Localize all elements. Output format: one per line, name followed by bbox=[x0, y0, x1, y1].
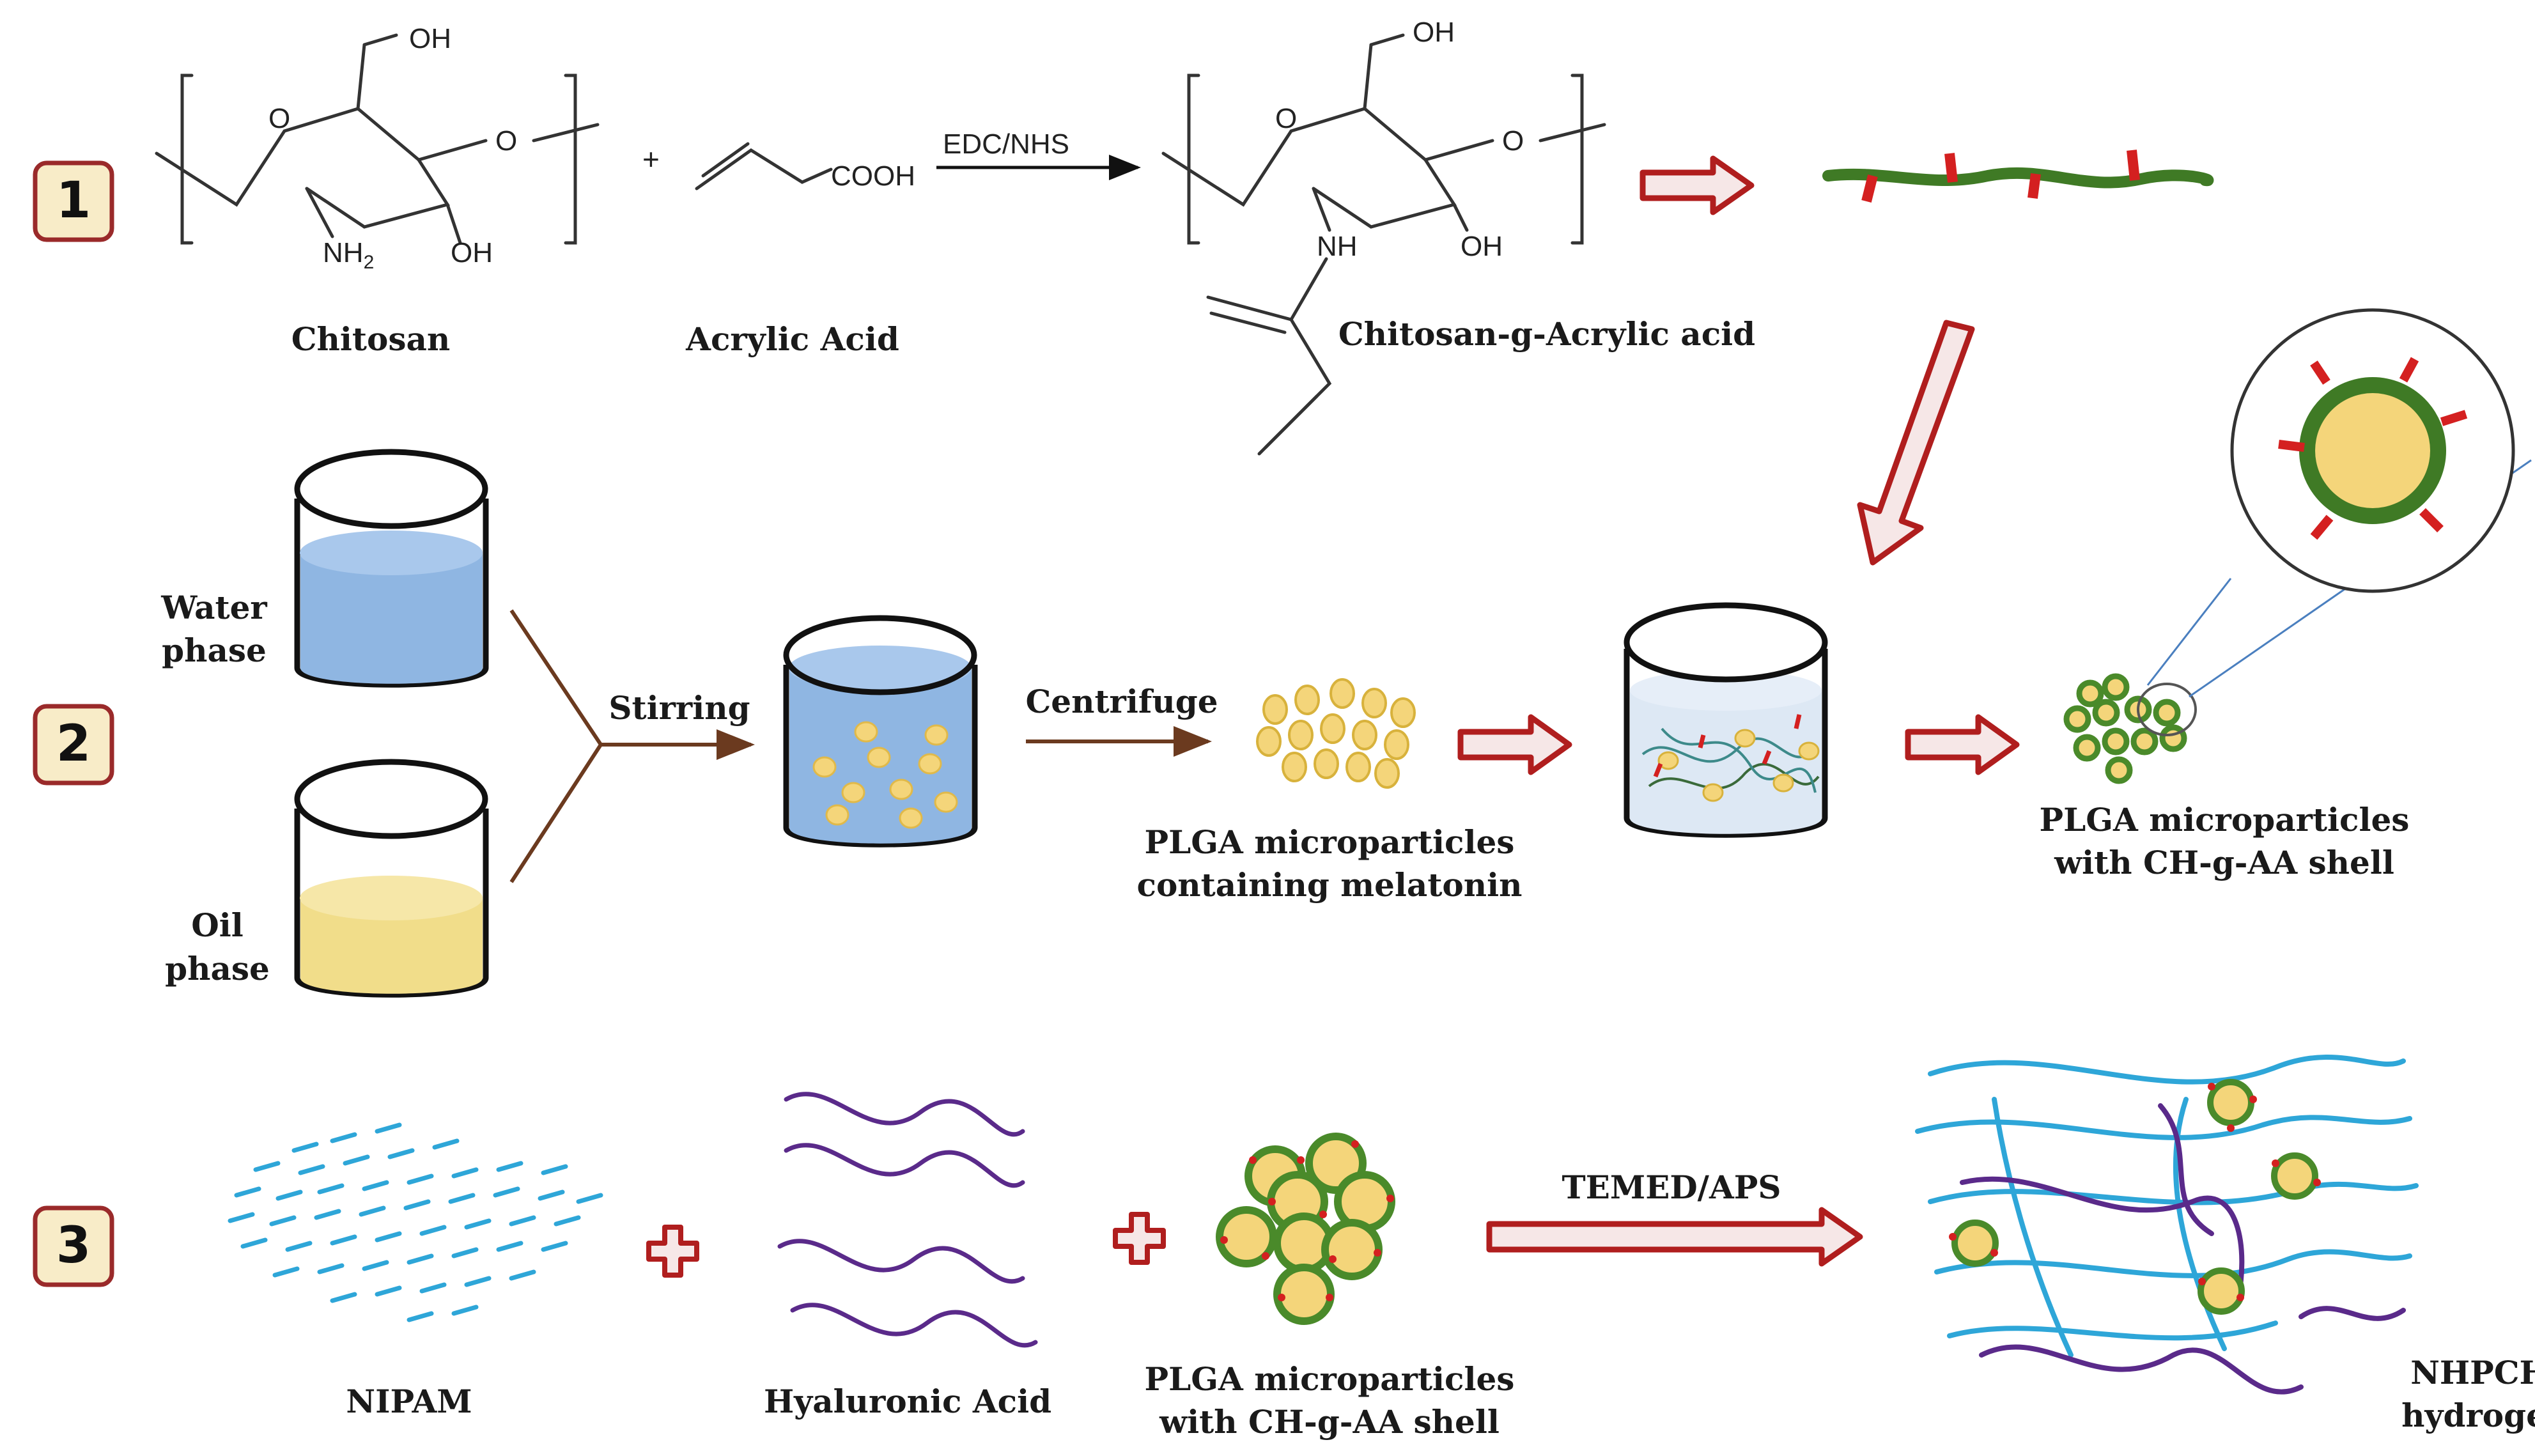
cgaa-oh-bottom: OH bbox=[1461, 231, 1503, 262]
nipam-label: NIPAM bbox=[346, 1382, 472, 1420]
step-number-1: 1 bbox=[56, 172, 91, 229]
hollow-arrow-to-coating bbox=[1457, 714, 1572, 775]
cgaa-nh: NH bbox=[1317, 231, 1358, 262]
cgaa-ring-o: O bbox=[1275, 103, 1297, 134]
oil-label-line1: Oil bbox=[191, 906, 244, 944]
plga-microparticles-cluster bbox=[1256, 678, 1416, 789]
step-number-2: 2 bbox=[56, 715, 91, 773]
chitosan-structure: OH O O NH2 OH bbox=[155, 23, 600, 273]
nipam-monomers bbox=[228, 1122, 603, 1322]
stirring-label: Stirring bbox=[609, 689, 750, 727]
chitosan-label: Chitosan bbox=[291, 320, 451, 358]
chitosan-oh-bottom: OH bbox=[451, 237, 493, 268]
coated-particles-cluster bbox=[2063, 673, 2197, 784]
hollow-arrow-diagonal bbox=[1857, 320, 1975, 566]
acrylic-acid-structure: COOH bbox=[695, 142, 915, 192]
water-label-line2: phase bbox=[162, 631, 267, 669]
cgaa-label: Chitosan-g-Acrylic acid bbox=[1338, 315, 1755, 353]
oil-label-line2: phase bbox=[165, 950, 270, 987]
step-number-3: 3 bbox=[56, 1217, 91, 1274]
step-badge-3: 3 bbox=[33, 1205, 114, 1287]
zoom-detail-circle bbox=[2230, 308, 2515, 593]
temed-aps-label: TEMED/APS bbox=[1562, 1168, 1781, 1206]
grafted-chain-icon bbox=[1822, 150, 2214, 203]
cooh-group: COOH bbox=[831, 160, 915, 192]
plga-shell-label-line2: with CH-g-AA shell bbox=[2054, 844, 2394, 881]
cgaa-bridge-o: O bbox=[1502, 125, 1524, 157]
chitosan-nh2: NH2 bbox=[323, 237, 374, 273]
oil-phase-beaker bbox=[294, 759, 489, 998]
shell-microparticles-group bbox=[1216, 1133, 1395, 1325]
plga-melatonin-label-line1: PLGA microparticles bbox=[1145, 823, 1515, 861]
nhpch-label-line2: hydrogel bbox=[2401, 1397, 2535, 1434]
edc-nhs-label: EDC/NHS bbox=[943, 128, 1069, 160]
emulsion-beaker bbox=[783, 615, 978, 848]
step-badge-2: 2 bbox=[33, 704, 114, 786]
stirring-arrow bbox=[509, 609, 755, 883]
plus-icon-1 bbox=[646, 1225, 699, 1278]
hollow-arrow-to-chain bbox=[1640, 155, 1755, 215]
temed-aps-arrow bbox=[1486, 1207, 1863, 1267]
zoom-line-left bbox=[2146, 578, 2232, 686]
hyaluronic-acid-chains bbox=[777, 1092, 1038, 1348]
nhpch-hydrogel-network bbox=[1915, 1054, 2419, 1395]
cgaa-structure: OH O O NH OH bbox=[1161, 17, 1606, 456]
plus-sign-row1: + bbox=[642, 143, 660, 176]
centrifuge-label: Centrifuge bbox=[1025, 683, 1218, 720]
plga-shell-row3-label-line1: PLGA microparticles bbox=[1145, 1360, 1515, 1398]
acrylic-acid-label: Acrylic Acid bbox=[685, 320, 899, 358]
coating-beaker bbox=[1624, 602, 1828, 838]
water-phase-beaker bbox=[294, 449, 489, 688]
plga-melatonin-label-line2: containing melatonin bbox=[1137, 866, 1523, 904]
hyaluronic-acid-label: Hyaluronic Acid bbox=[764, 1382, 1051, 1420]
nhpch-label-line1: NHPCH bbox=[2410, 1354, 2535, 1391]
chitosan-ring-o: O bbox=[268, 103, 290, 134]
step-badge-1: 1 bbox=[33, 160, 114, 242]
hollow-arrow-to-shell-particles bbox=[1905, 714, 2020, 775]
chitosan-oh-top: OH bbox=[409, 23, 451, 54]
cgaa-oh-top: OH bbox=[1413, 17, 1455, 48]
plus-icon-2 bbox=[1113, 1212, 1166, 1265]
chitosan-bridge-o: O bbox=[495, 125, 517, 157]
plga-shell-label-line1: PLGA microparticles bbox=[2040, 801, 2410, 839]
water-label-line1: Water bbox=[160, 589, 267, 626]
plga-shell-row3-label-line2: with CH-g-AA shell bbox=[1159, 1403, 1500, 1441]
